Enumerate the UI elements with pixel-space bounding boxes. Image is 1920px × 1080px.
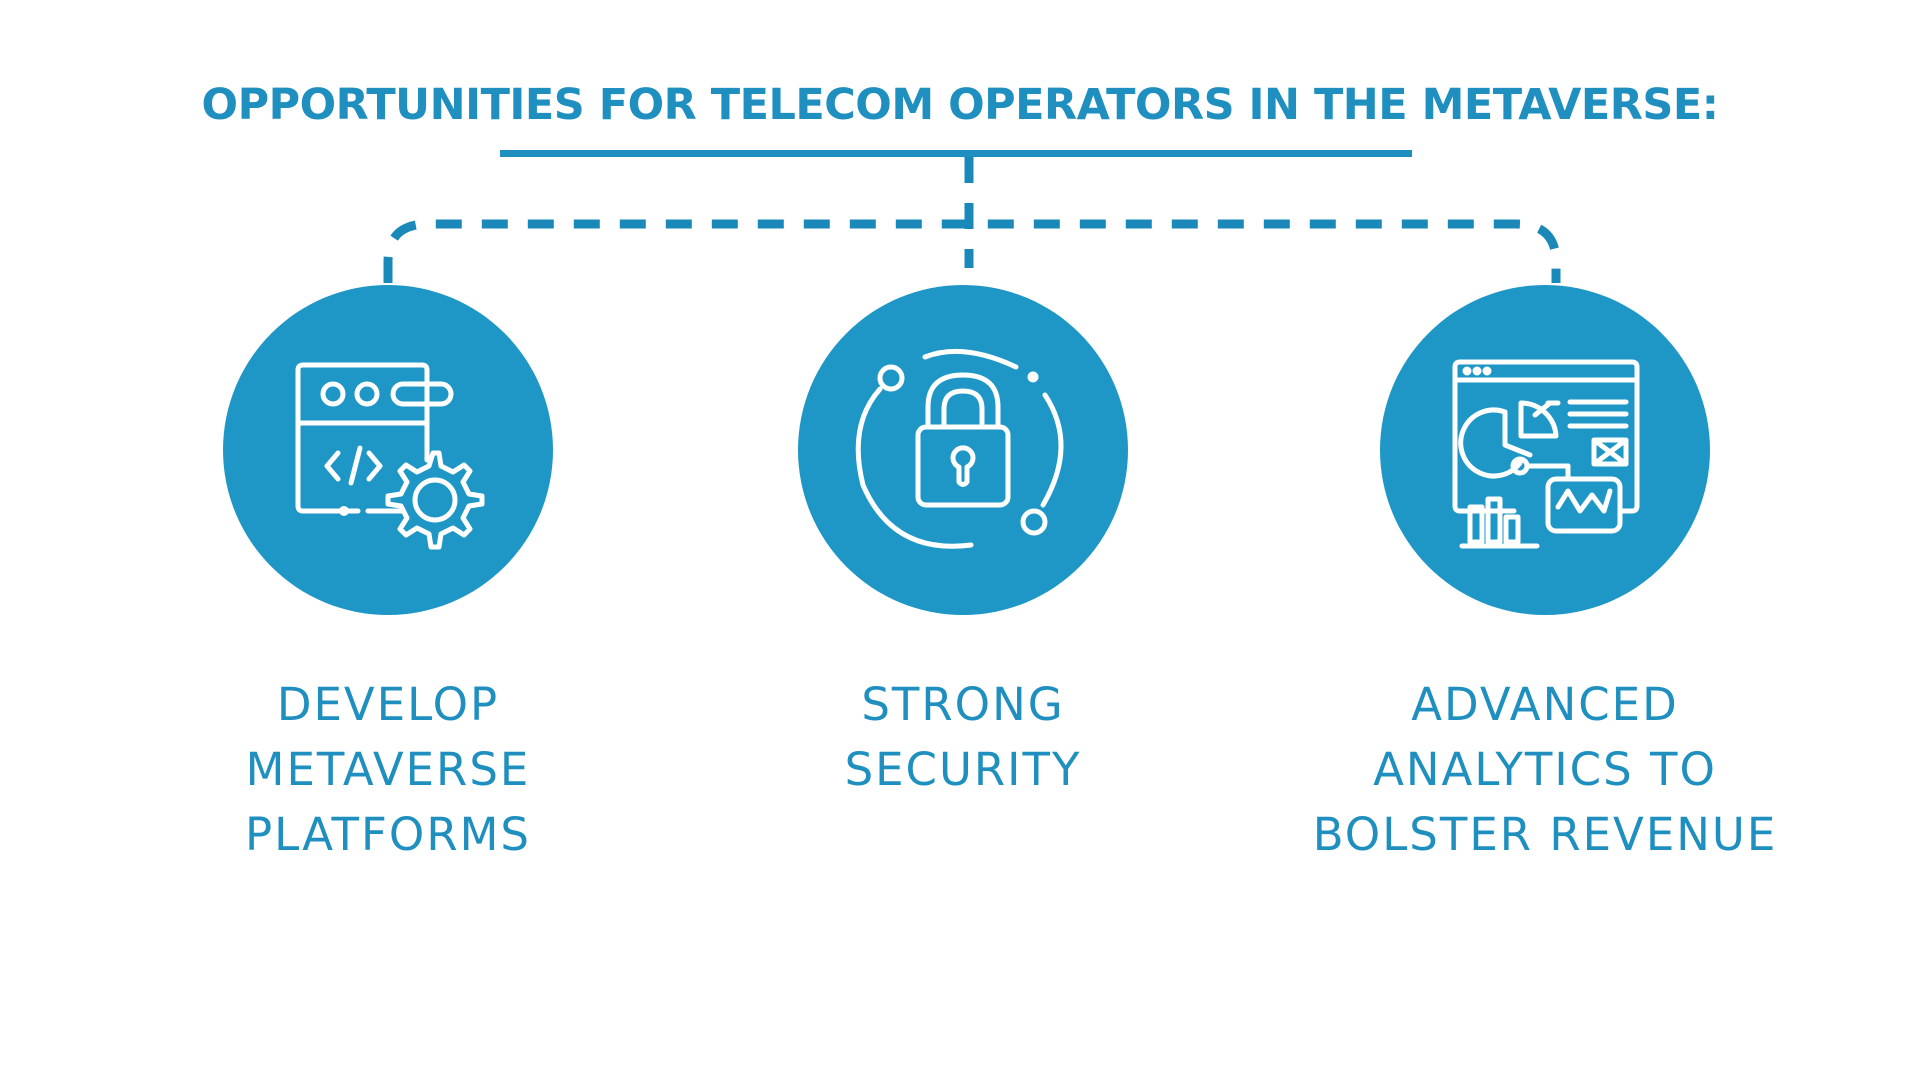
browser-code-gear-icon [295, 362, 485, 550]
analytics-dashboard-icon [1452, 359, 1640, 549]
title-underline [500, 150, 1412, 157]
caption-line: METAVERSE [245, 743, 531, 796]
item-develop-circle [223, 285, 553, 615]
caption-line: BOLSTER REVENUE [1312, 808, 1778, 861]
caption-line: SECURITY [844, 743, 1082, 796]
caption-line: ANALYTICS TO [1373, 743, 1717, 796]
item-security-caption: STRONG SECURITY [683, 672, 1243, 802]
item-analytics-circle [1380, 285, 1710, 615]
item-analytics-caption: ADVANCED ANALYTICS TO BOLSTER REVENUE [1265, 672, 1825, 867]
connector-branch [383, 219, 1561, 283]
caption-line: ADVANCED [1411, 678, 1679, 731]
caption-line: STRONG [861, 678, 1065, 731]
item-develop-caption: DEVELOP METAVERSE PLATFORMS [108, 672, 668, 867]
padlock-cycle-icon [855, 348, 1064, 549]
page-title: OPPORTUNITIES FOR TELECOM OPERATORS IN T… [201, 80, 1719, 130]
caption-line: PLATFORMS [245, 808, 531, 861]
caption-line: DEVELOP [276, 678, 500, 731]
item-security-circle [798, 285, 1128, 615]
